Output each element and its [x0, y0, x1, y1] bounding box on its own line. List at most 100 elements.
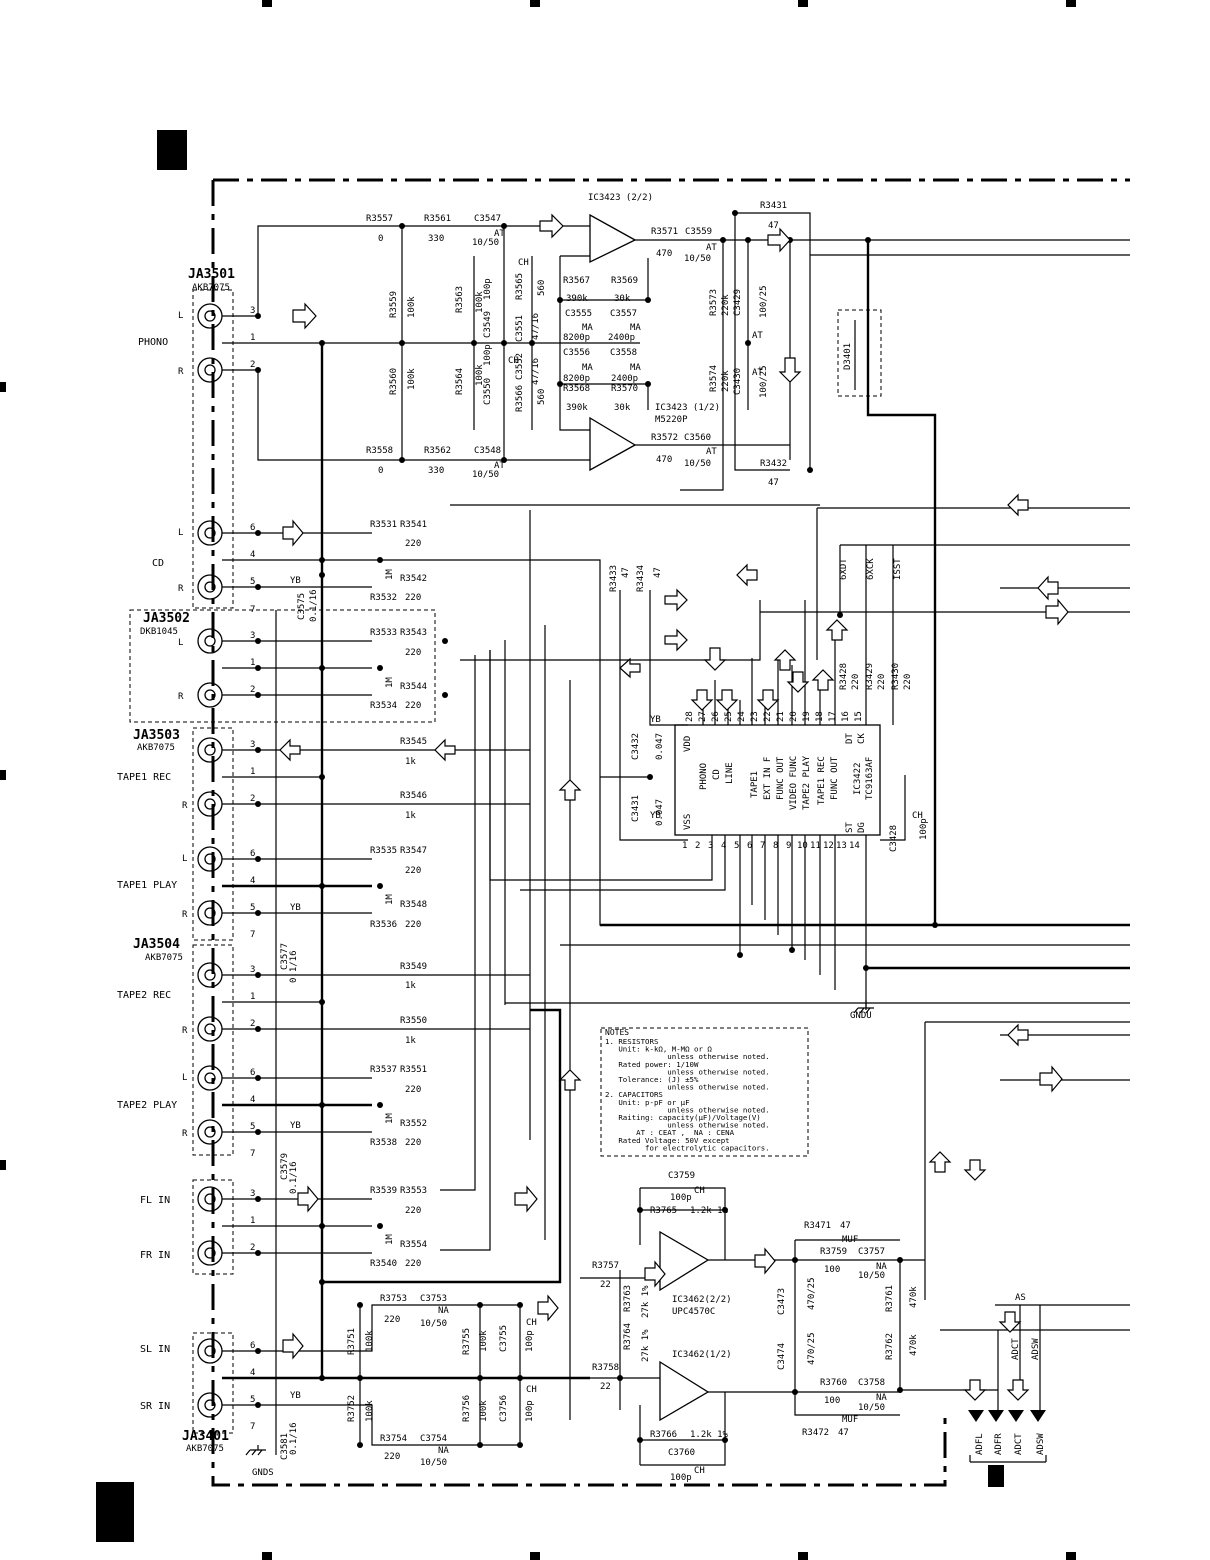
part-r3571-val: 470: [656, 249, 672, 259]
svg-text:10/50: 10/50: [858, 1403, 885, 1413]
ic3422-pin-ck: CK: [857, 733, 867, 744]
svg-text:R: R: [182, 801, 188, 811]
ja3502-box: [129, 609, 436, 723]
registration-marks: [0, 0, 1076, 1560]
part-c3548: C3548: [474, 446, 501, 456]
svg-text:R: R: [178, 584, 184, 594]
svg-text:5: 5: [250, 903, 255, 913]
part-r3570-val: 30k: [614, 403, 631, 413]
svg-text:220: 220: [851, 674, 861, 690]
ground-symbols: [245, 1000, 874, 1456]
output-adct-upper: ADCT: [1011, 1338, 1021, 1360]
output-adfl: ADFL: [975, 1433, 985, 1455]
svg-text:100k: 100k: [407, 296, 417, 318]
input-resistor-labels: R3531 1M R3541 220 R3532 R3542 220 R3533…: [370, 520, 427, 1269]
svg-text:6: 6: [747, 841, 752, 851]
notes-line-1: 1. RESISTORS: [605, 1037, 658, 1046]
svg-text:100p: 100p: [525, 1400, 535, 1422]
ic3422-pin-cd: CD: [712, 769, 722, 780]
part-r3569: R3569: [611, 276, 638, 286]
part-c3558-val: 2400p: [611, 374, 638, 384]
input-label-phono: PHONO: [138, 337, 168, 348]
svg-text:16: 16: [841, 711, 851, 722]
svg-text:100k: 100k: [365, 1400, 375, 1422]
svg-text:AT: AT: [494, 229, 505, 239]
svg-text:3: 3: [250, 1189, 255, 1199]
ic3422-body: [440, 504, 906, 1420]
svg-text:220k: 220k: [721, 294, 731, 316]
svg-text:R3752: R3752: [347, 1395, 357, 1422]
svg-text:6: 6: [250, 1068, 255, 1078]
svg-text:R3434: R3434: [636, 565, 646, 592]
svg-text:3: 3: [708, 841, 713, 851]
ic3422-pin-tape1: TAPE1: [750, 771, 760, 798]
svg-text:47/16: 47/16: [531, 313, 541, 340]
part-r3558-val: 0: [378, 466, 383, 476]
svg-text:C3429: C3429: [733, 289, 743, 316]
svg-text:R3541: R3541: [400, 520, 427, 530]
svg-text:2: 2: [250, 1019, 255, 1029]
svg-text:21: 21: [776, 711, 786, 722]
ja3503-ref: JA3503: [133, 728, 180, 743]
notes-line-9: Unit: p-pF or μF: [605, 1098, 690, 1107]
svg-text:1k: 1k: [405, 811, 416, 821]
ja3504-part: AKB7075: [145, 953, 183, 963]
svg-text:100k: 100k: [479, 1330, 489, 1352]
svg-text:100k: 100k: [479, 1400, 489, 1422]
svg-text:R3560: R3560: [389, 368, 399, 395]
svg-text:CH: CH: [694, 1466, 705, 1476]
svg-text:R: R: [178, 367, 184, 377]
svg-text:R3433: R3433: [609, 565, 619, 592]
ic3422-label: IC3422: [853, 762, 863, 795]
svg-text:R3544: R3544: [400, 682, 427, 692]
svg-text:15: 15: [854, 711, 864, 722]
ic3422-pin-dt: DT: [845, 733, 855, 744]
svg-text:R3755: R3755: [462, 1328, 472, 1355]
svg-text:10: 10: [797, 841, 808, 851]
ja3502-part: DKB1045: [140, 627, 178, 637]
svg-text:17: 17: [828, 711, 838, 722]
svg-text:6XDT: 6XDT: [839, 558, 849, 580]
input-label-cd: CD: [152, 558, 164, 569]
svg-text:C3473: C3473: [777, 1288, 787, 1315]
svg-text:1: 1: [250, 1216, 255, 1226]
svg-text:1k: 1k: [405, 981, 416, 991]
part-r3571: R3571: [651, 227, 678, 237]
part-r3562-val: 330: [428, 466, 444, 476]
svg-text:220: 220: [384, 1452, 400, 1462]
svg-text:YB: YB: [290, 1121, 301, 1131]
ic3462-part: UPC4570C: [672, 1307, 715, 1317]
svg-text:0.047: 0.047: [655, 799, 665, 826]
svg-text:CH: CH: [526, 1318, 537, 1328]
svg-text:1: 1: [250, 992, 255, 1002]
jacks: [197, 303, 223, 1418]
board-frame: [211, 178, 1130, 1487]
input-label-sr: SR IN: [140, 1401, 170, 1412]
svg-text:R3566: R3566: [515, 385, 525, 412]
ic3422-pin-ext-in-f: EXT IN F: [763, 757, 773, 800]
svg-text:220: 220: [405, 701, 421, 711]
svg-text:100k: 100k: [475, 364, 485, 386]
signal-arrows: [279, 213, 1069, 1401]
notes-title: NOTES: [605, 1028, 629, 1037]
svg-text:R3563: R3563: [455, 286, 465, 313]
svg-text:470k: 470k: [909, 1334, 919, 1356]
svg-text:100p: 100p: [483, 278, 493, 300]
svg-text:7: 7: [250, 1149, 255, 1159]
svg-text:220: 220: [405, 1085, 421, 1095]
svg-text:CH: CH: [526, 1385, 537, 1395]
svg-text:R3545: R3545: [400, 737, 427, 747]
svg-text:AT: AT: [752, 331, 763, 341]
part-r3558: R3558: [366, 446, 393, 456]
svg-text:R3551: R3551: [400, 1065, 427, 1075]
ic3422-pin-vdd: VDD: [683, 736, 693, 752]
svg-text:2: 2: [250, 685, 255, 695]
svg-text:100: 100: [824, 1265, 840, 1275]
svg-text:C3432: C3432: [631, 733, 641, 760]
ic3422-pin-tape2-play: TAPE2 PLAY: [802, 755, 812, 810]
notes-line-5: unless otherwise noted.: [605, 1067, 770, 1076]
svg-text:1k: 1k: [405, 757, 416, 767]
notes-line-7: unless otherwise noted.: [605, 1083, 770, 1092]
svg-text:10/50: 10/50: [420, 1458, 447, 1468]
